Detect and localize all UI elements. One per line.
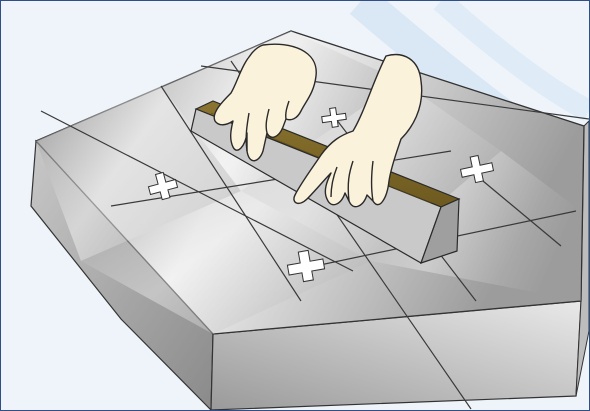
illustration-frame: [0, 0, 590, 411]
tile-leveling-illustration: [1, 1, 589, 410]
